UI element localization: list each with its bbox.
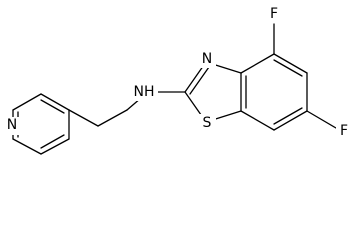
bond [273,59,303,77]
bond [12,93,42,111]
chemical-structure-diagram: N NH N S F F [3,5,352,155]
amine-nh-label: NH [134,84,155,100]
bond [240,53,275,74]
fluorine-top-label: F [270,6,278,22]
label-background [336,122,352,140]
bond [97,109,128,127]
label-background [130,83,158,101]
thiazole-nitrogen-label: N [202,51,212,67]
bond [273,107,303,125]
bond [12,138,42,155]
atom-labels: N NH N S F F [3,5,352,140]
bond [40,138,70,155]
bond-lines [12,23,337,155]
label-background [266,5,282,23]
fluorine-bottom-label: F [340,123,348,139]
label-background [3,117,21,135]
bond [240,110,275,131]
thiazole-sulfur-label: S [203,115,212,131]
bond [40,134,65,149]
pyridine-nitrogen-label: N [7,117,17,133]
label-background [198,50,216,68]
bond [273,53,308,74]
bond [40,93,70,111]
bond [273,110,308,131]
bond [306,110,337,129]
bond [189,66,210,95]
bond [68,109,99,127]
bond [40,99,65,114]
label-background [198,114,216,132]
